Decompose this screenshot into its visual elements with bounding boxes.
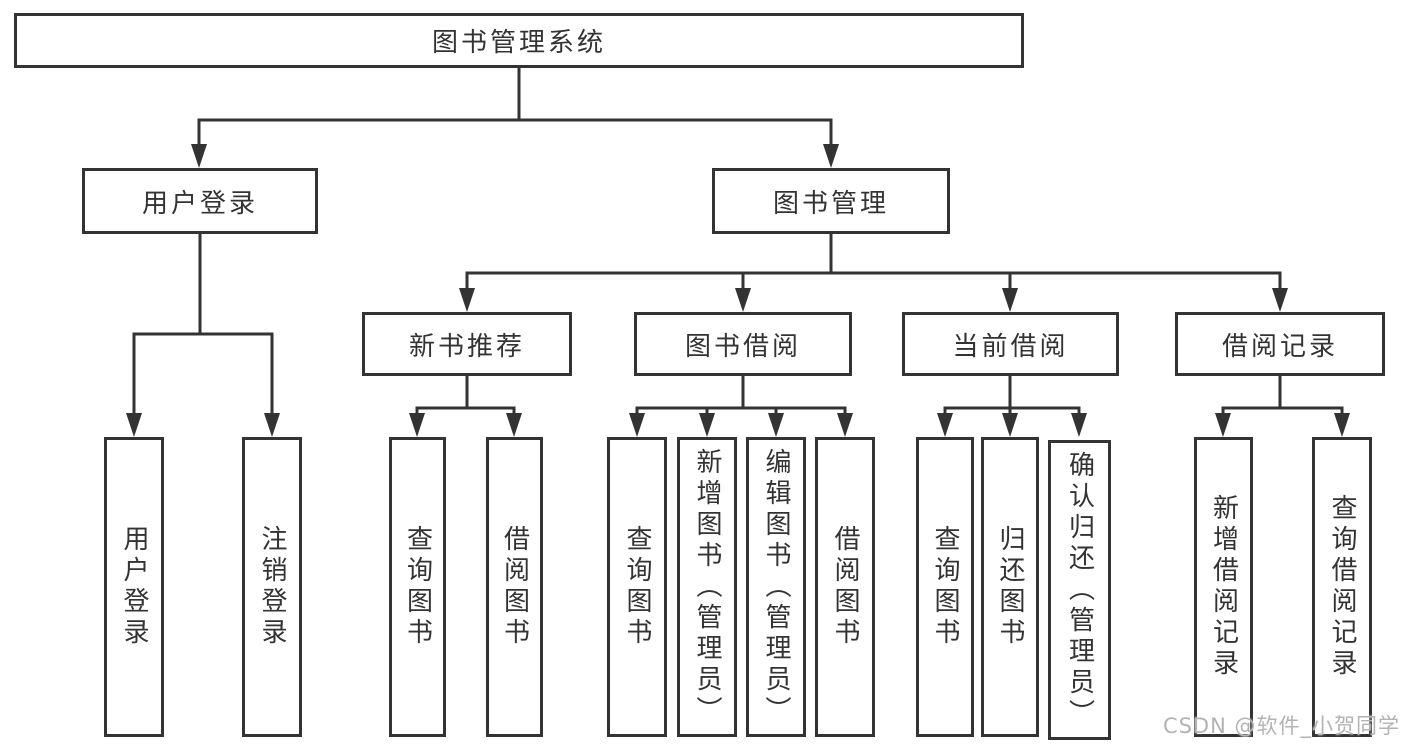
connector-user-login-to-leaves xyxy=(126,234,280,437)
node-root-library-management-system: 图书管理系统 xyxy=(14,13,1024,68)
leaf-edit-books-admin: 编辑图书（管理员） xyxy=(746,437,806,737)
leaf-logout-login-label: 注销登录 xyxy=(257,525,287,649)
connector-book-borrowing-to-leaves xyxy=(629,376,853,437)
leaf-query-books-borrowing-label: 查询图书 xyxy=(622,525,652,649)
leaf-confirm-return-admin-label: 确认归还（管理员） xyxy=(1064,450,1095,730)
leaf-query-books-recommend: 查询图书 xyxy=(389,437,446,737)
leaf-borrow-books-recommend-label: 借阅图书 xyxy=(499,525,530,649)
leaf-borrow-books: 借阅图书 xyxy=(815,437,875,737)
connector-book-management-to-level3 xyxy=(459,234,1288,312)
connector-new-book-recommend-to-leaves xyxy=(409,376,522,437)
node-user-login: 用户登录 xyxy=(82,168,318,234)
leaf-add-books-admin: 新增图书（管理员） xyxy=(677,437,737,737)
leaf-borrow-books-recommend: 借阅图书 xyxy=(486,437,543,737)
leaf-query-books-current: 查询图书 xyxy=(916,437,974,737)
leaf-return-books-label: 归还图书 xyxy=(995,525,1025,649)
leaf-user-login-label: 用户登录 xyxy=(119,525,149,649)
leaf-add-borrow-record-label: 新增借阅记录 xyxy=(1208,494,1239,680)
leaf-logout-login: 注销登录 xyxy=(242,437,302,737)
node-new-book-recommend: 新书推荐 xyxy=(362,312,572,376)
watermark: CSDN @软件_小贺同学 xyxy=(1162,714,1400,738)
node-book-management: 图书管理 xyxy=(712,168,950,234)
node-borrow-records: 借阅记录 xyxy=(1175,312,1385,376)
connector-root-to-level2 xyxy=(191,68,839,168)
leaf-query-books-current-label: 查询图书 xyxy=(930,525,960,649)
leaf-query-books-borrowing: 查询图书 xyxy=(607,437,667,737)
leaf-confirm-return-admin: 确认归还（管理员） xyxy=(1048,440,1111,740)
leaf-add-books-admin-label: 新增图书（管理员） xyxy=(692,447,722,727)
connector-current-borrowing-to-leaves xyxy=(937,376,1087,437)
leaf-edit-books-admin-label: 编辑图书（管理员） xyxy=(761,447,791,727)
connector-borrow-records-to-leaves xyxy=(1215,376,1350,437)
leaf-query-books-recommend-label: 查询图书 xyxy=(402,525,433,649)
leaf-add-borrow-record: 新增借阅记录 xyxy=(1194,437,1253,737)
node-current-borrowing: 当前借阅 xyxy=(902,312,1119,376)
leaf-query-borrow-record-label: 查询借阅记录 xyxy=(1327,494,1357,680)
leaf-borrow-books-label: 借阅图书 xyxy=(830,525,860,649)
node-book-borrowing: 图书借阅 xyxy=(634,312,852,376)
leaf-query-borrow-record: 查询借阅记录 xyxy=(1312,437,1372,737)
leaf-user-login: 用户登录 xyxy=(104,437,164,737)
leaf-return-books: 归还图书 xyxy=(981,437,1039,737)
